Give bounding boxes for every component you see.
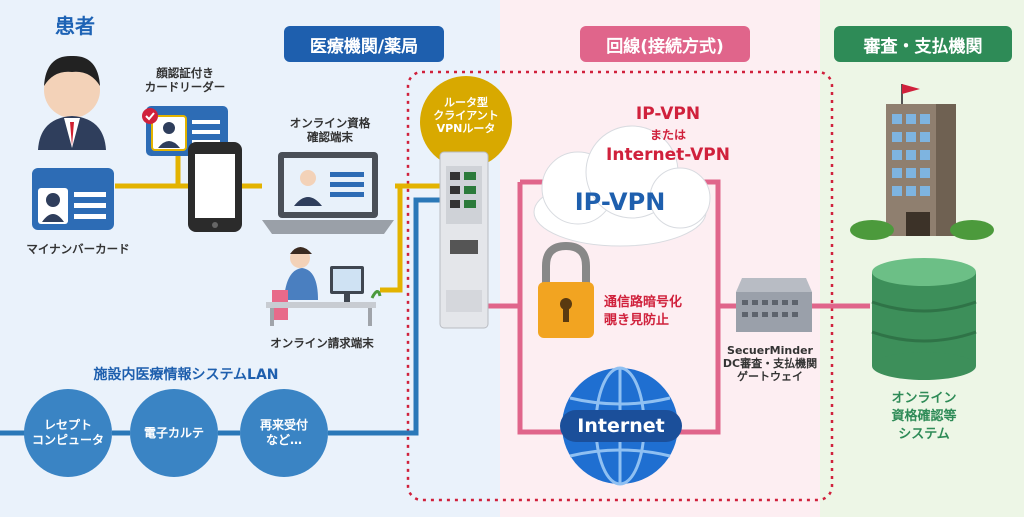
building-icon [850,84,994,240]
router-label: ルータ型 クライアント VPNルータ [433,96,499,135]
mynumber-card-icon [32,168,114,230]
gateway-device [736,278,812,332]
section-payer: 審査・支払機関 [834,26,1012,62]
globe-icon [560,366,682,486]
vpn-title: IP-VPN または Internet-VPN [518,84,818,165]
tablet-icon [188,142,242,232]
lock-icon [538,241,594,338]
laptop-icon [262,152,394,234]
database-icon [871,258,977,380]
lock-text: 通信路暗号化 覗き見防止 [604,295,683,328]
vpn-title-b: Internet-VPN [606,145,730,165]
lan-node-ehr: 電子カルテ [130,389,218,477]
vpn-title-or: または [649,128,686,142]
vpn-boundary [406,70,834,502]
billing-terminal-label: オンライン請求端末 [270,336,374,350]
cloud-label: IP-VPN [574,188,666,216]
yellow-connections [115,155,445,293]
patient-label: 患者 [55,14,95,38]
gateway-label: SecuerMinder DC審査・支払機関 ゲートウェイ [722,344,818,383]
billing-worker-icon [266,247,382,326]
lan-title: 施設内医療情報システムLAN [93,367,279,383]
section-line: 回線(接続方式) [580,26,750,62]
mynumber-card-label: マイナンバーカード [26,242,130,256]
section-facility: 医療機関/薬局 [284,26,444,62]
online-terminal-label: オンライン資格 確認端末 [289,116,371,144]
router-device [420,76,512,329]
blue-connections [0,197,445,436]
vpn-title-a: IP-VPN [635,104,701,124]
lan-node-receipt: レセプト コンピュータ [24,389,112,477]
lan-node-reception: 再来受付 など… [240,389,328,477]
cloud-shape [533,125,711,247]
system-label: オンライン 資格確認等 システム [891,391,957,442]
patient-icon [38,55,106,150]
internet-label: Internet [577,415,665,437]
face-reader-label: 顔認証付き カードリーダー [144,66,226,94]
